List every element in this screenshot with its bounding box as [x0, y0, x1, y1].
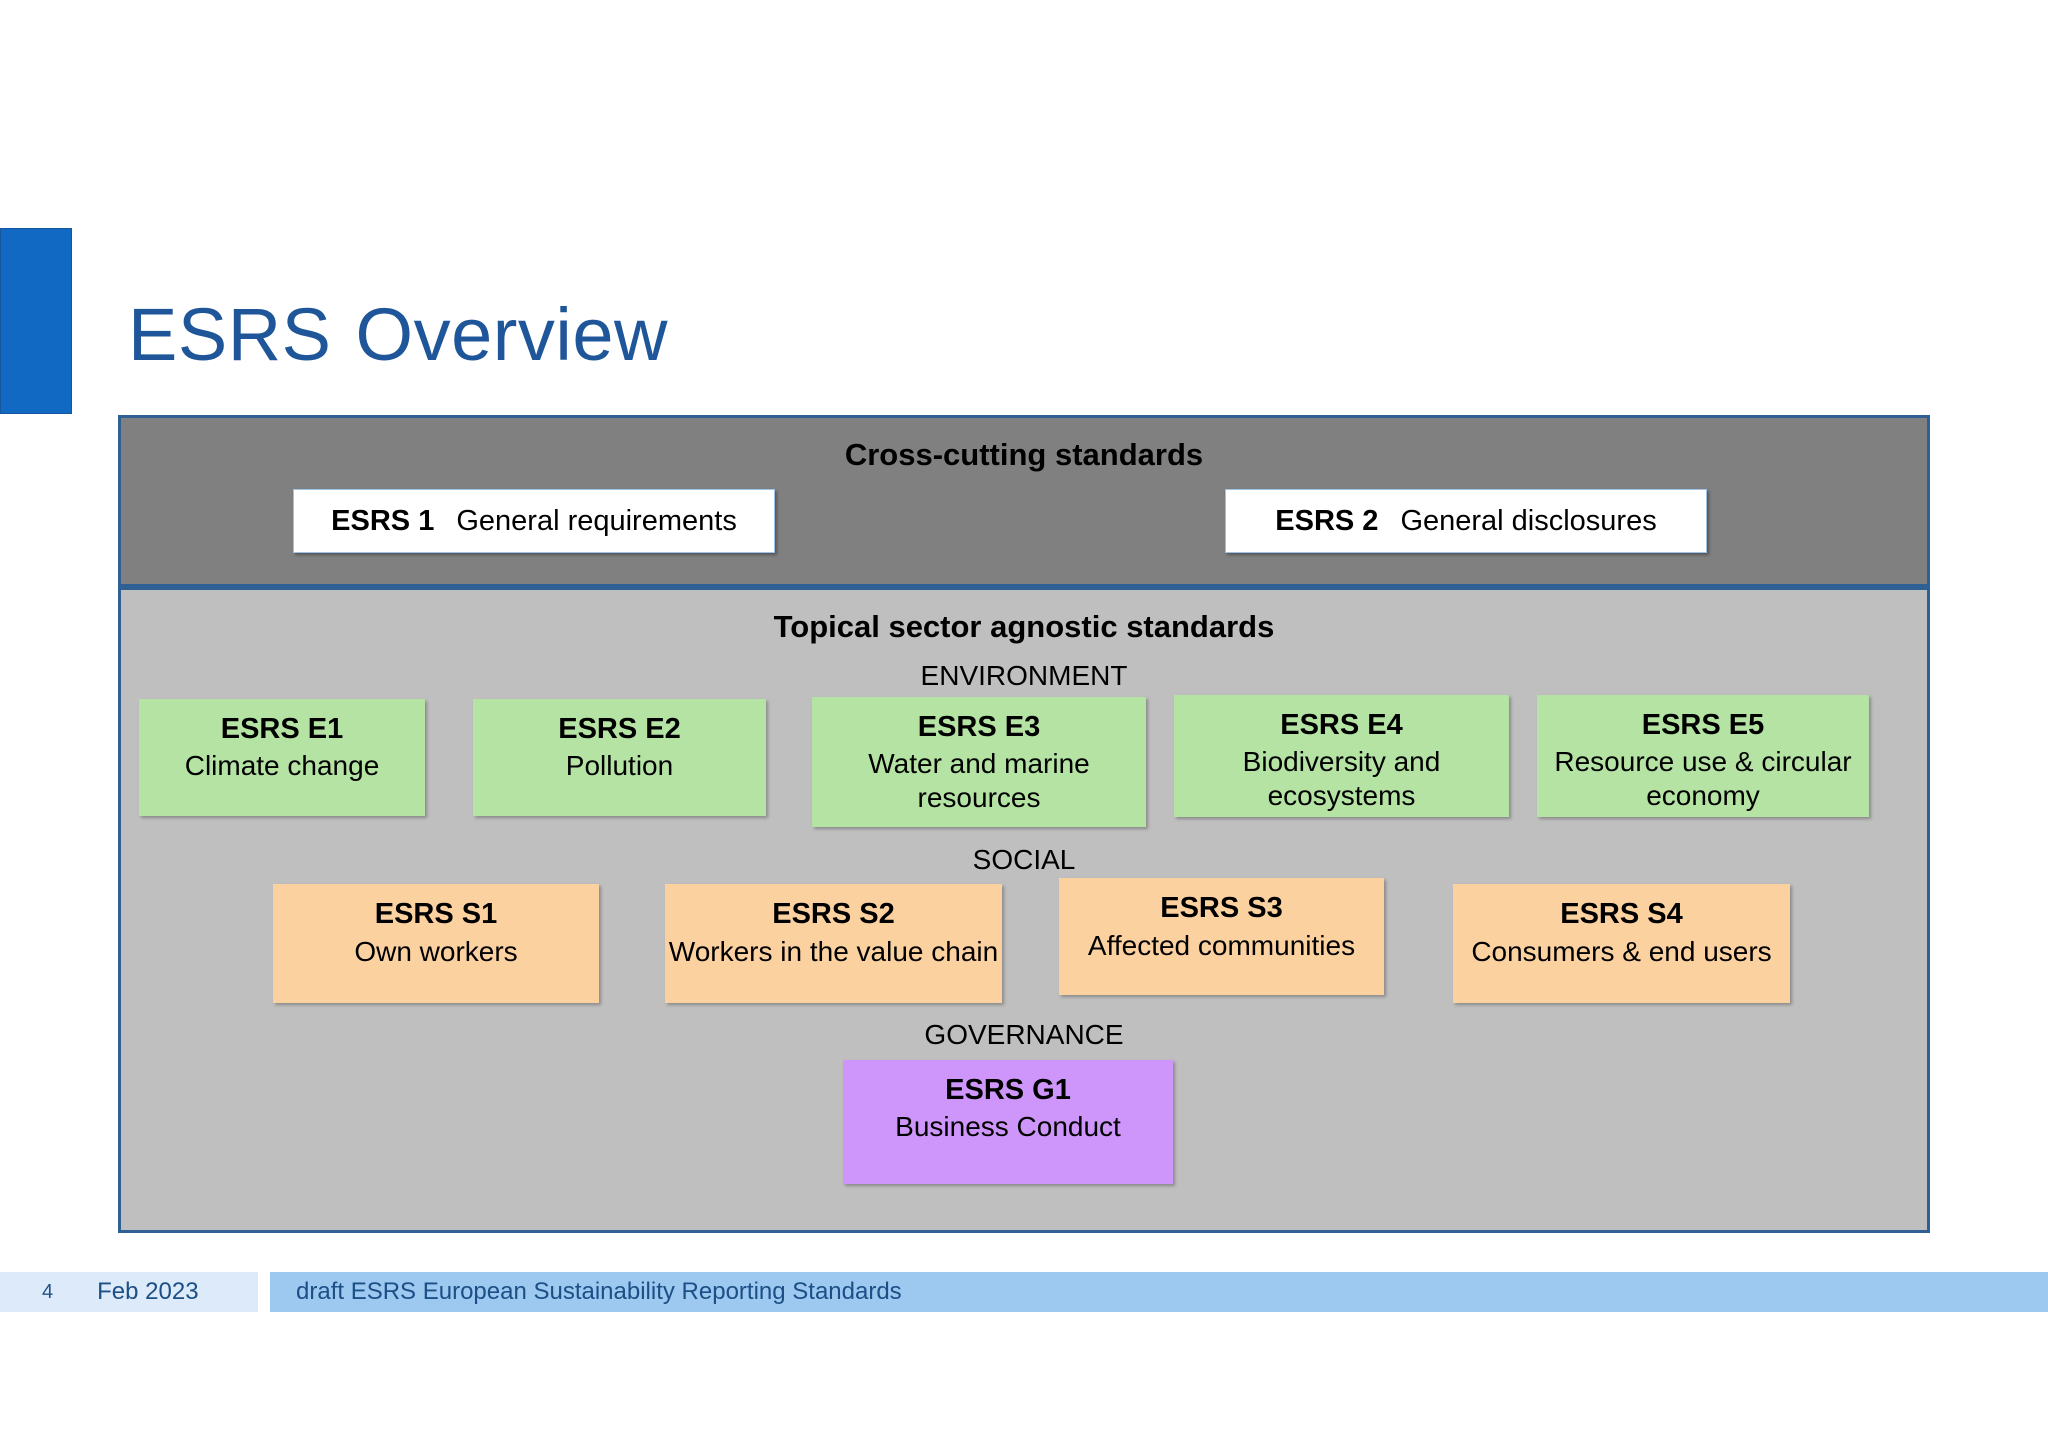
cross-cutting-heading: Cross-cutting standards: [844, 437, 1204, 472]
footer-title-text: draft ESRS European Sustainability Repor…: [296, 1278, 902, 1305]
card-esrs-e4-desc: Biodiversity and ecosystems: [1242, 746, 1441, 811]
footer-left-block: 4 Feb 2023: [0, 1272, 258, 1312]
card-esrs-g1-code: ESRS G1: [945, 1073, 1071, 1106]
governance-row: ESRS G1 Business Conduct: [121, 1056, 1927, 1184]
card-esrs-s1-code: ESRS S1: [374, 898, 498, 931]
esrs1-code: ESRS 1: [331, 504, 435, 537]
card-esrs-e4[interactable]: ESRS E4 Biodiversity and ecosystems: [1174, 694, 1509, 817]
page-number: 4: [42, 1280, 54, 1303]
page-title-part2: Overview: [355, 293, 668, 376]
card-esrs-e2-code: ESRS E2: [558, 712, 681, 745]
card-esrs-s2-code: ESRS S2: [772, 898, 895, 931]
group-label-governance: GOVERNANCE: [924, 1019, 1124, 1051]
card-esrs-e5-code: ESRS E5: [1641, 708, 1765, 741]
card-esrs-e5-desc: Resource use & circular economy: [1554, 746, 1852, 811]
card-esrs-s3-code: ESRS S3: [1160, 892, 1283, 925]
cross-cutting-panel: Cross-cutting standards ESRS 1 General r…: [118, 415, 1930, 587]
card-esrs-s1-desc: Own workers: [354, 935, 518, 967]
social-row: ESRS S1 Own workers ESRS S2 Workers in t…: [121, 878, 1927, 1012]
card-esrs-e4-code: ESRS E4: [1280, 708, 1403, 741]
card-esrs-s4-desc: Consumers & end users: [1471, 935, 1772, 967]
card-esrs-s3[interactable]: ESRS S3 Affected communities: [1059, 878, 1384, 996]
card-esrs-s2-desc: Workers in the value chain: [668, 935, 999, 967]
card-esrs-e2-desc: Pollution: [565, 750, 674, 782]
card-esrs-e3[interactable]: ESRS E3 Water and marine resources: [812, 696, 1146, 827]
group-label-social: SOCIAL: [972, 843, 1076, 875]
card-esrs-s1[interactable]: ESRS S1 Own workers: [273, 884, 599, 1004]
card-esrs-s4[interactable]: ESRS S4 Consumers & end users: [1453, 884, 1790, 1004]
card-esrs-g1[interactable]: ESRS G1 Business Conduct: [843, 1059, 1173, 1184]
footer-title-bar: draft ESRS European Sustainability Repor…: [270, 1272, 2048, 1312]
topical-heading: Topical sector agnostic standards: [773, 609, 1275, 644]
cross-cutting-box-esrs1[interactable]: ESRS 1 General requirements: [293, 489, 775, 554]
cross-cutting-box-esrs2[interactable]: ESRS 2 General disclosures: [1225, 489, 1707, 554]
card-esrs-s2[interactable]: ESRS S2 Workers in the value chain: [665, 884, 1002, 1004]
card-esrs-s4-code: ESRS S4: [1560, 898, 1683, 931]
environment-row: ESRS E1 Climate change ESRS E2 Pollution…: [121, 694, 1927, 839]
card-esrs-e5[interactable]: ESRS E5 Resource use & circular economy: [1537, 694, 1869, 817]
page-title: ESRS Overview: [128, 292, 668, 377]
card-esrs-e1-desc: Climate change: [184, 750, 380, 782]
card-esrs-g1-desc: Business Conduct: [895, 1111, 1121, 1143]
card-esrs-s3-desc: Affected communities: [1087, 929, 1356, 961]
esrs2-code: ESRS 2: [1275, 504, 1379, 537]
group-label-environment: ENVIRONMENT: [920, 660, 1128, 692]
esrs1-desc: General requirements: [456, 504, 737, 537]
card-esrs-e1[interactable]: ESRS E1 Climate change: [139, 698, 425, 816]
title-accent-bar: [0, 228, 72, 414]
card-esrs-e3-desc: Water and marine resources: [868, 748, 1090, 813]
card-esrs-e3-code: ESRS E3: [917, 710, 1041, 743]
footer-date: Feb 2023: [97, 1278, 199, 1305]
card-esrs-e2[interactable]: ESRS E2 Pollution: [473, 698, 766, 816]
topical-panel: Topical sector agnostic standards ENVIRO…: [118, 587, 1930, 1233]
slide-footer: 4 Feb 2023 draft ESRS European Sustainab…: [0, 1272, 2048, 1312]
esrs-overview-diagram: Cross-cutting standards ESRS 1 General r…: [118, 415, 1930, 1233]
esrs2-desc: General disclosures: [1400, 504, 1657, 537]
page-title-part1: ESRS: [128, 293, 332, 376]
cross-cutting-boxes-row: ESRS 1 General requirements ESRS 2 Gener…: [121, 489, 1927, 581]
card-esrs-e1-code: ESRS E1: [220, 712, 344, 745]
